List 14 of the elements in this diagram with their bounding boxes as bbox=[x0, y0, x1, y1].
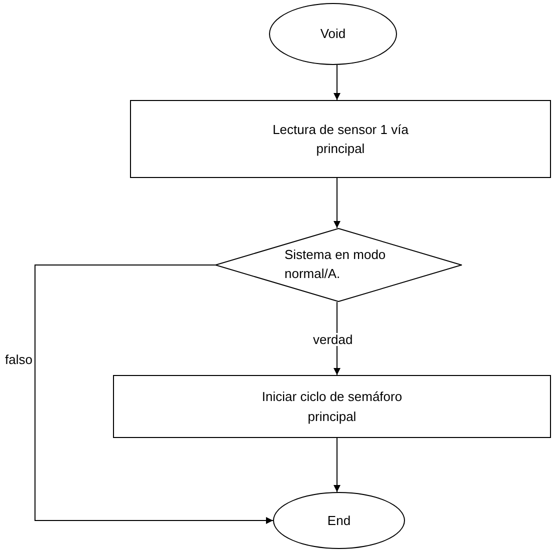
node-text: Lectura de sensor 1 vía principal bbox=[272, 120, 410, 158]
arrow bbox=[334, 64, 340, 100]
arrow bbox=[334, 438, 340, 492]
decision-diamond bbox=[215, 228, 462, 302]
process-box bbox=[130, 100, 551, 178]
node-text: Sistema en modo normal/A. bbox=[284, 246, 387, 283]
edge-label: falso bbox=[4, 353, 34, 366]
arrow bbox=[334, 178, 340, 228]
node-text: Void bbox=[320, 25, 346, 44]
node-text: End bbox=[327, 512, 351, 530]
node-text: Iniciar ciclo de semáforo principal bbox=[260, 388, 404, 426]
arrow bbox=[34, 264, 274, 524]
process-box bbox=[113, 375, 551, 438]
edge-label: verdad bbox=[312, 333, 354, 346]
